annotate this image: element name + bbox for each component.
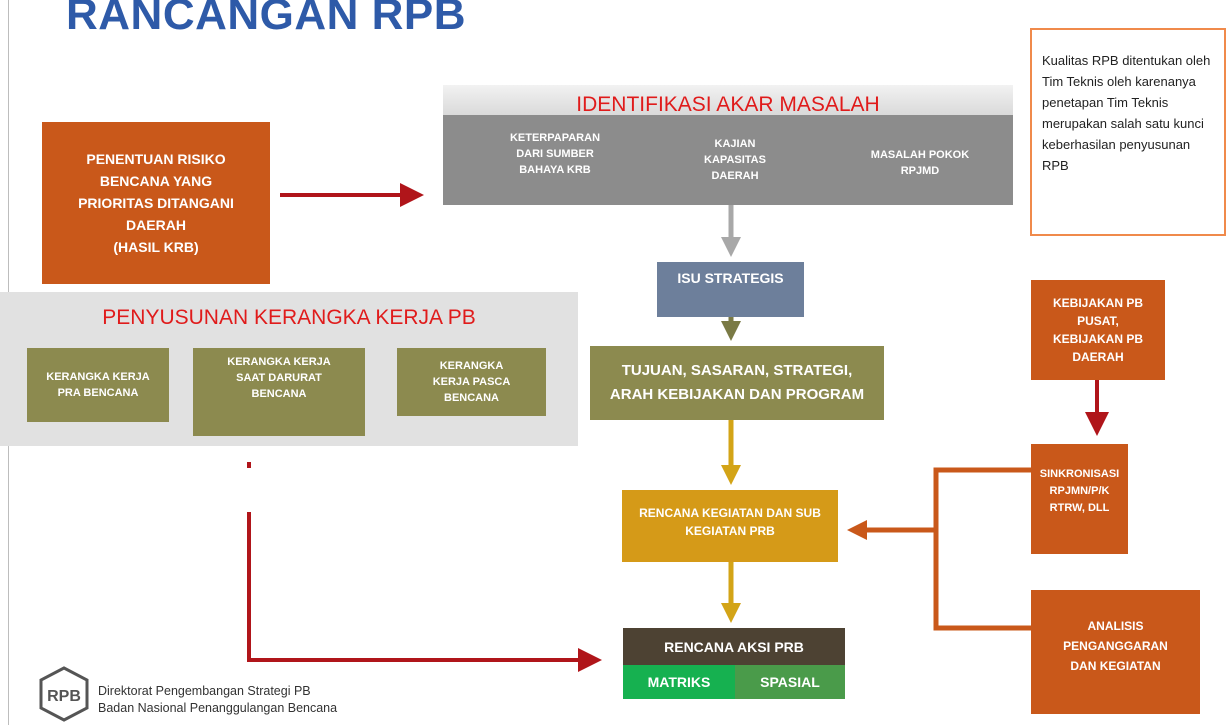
root-cause-header-bar (443, 85, 1013, 117)
note-box: Kualitas RPB ditentukan oleh Tim Teknis … (1030, 28, 1226, 236)
root-cause-panel (443, 115, 1013, 205)
analysis-line: DAN KEGIATAN (1070, 659, 1161, 673)
activity-plan-line-1: RENCANA KEGIATAN DAN SUB (639, 506, 821, 520)
framework-title: PENYUSUNAN KERANGKA KERJA PB (102, 306, 476, 329)
organization-caption: Direktorat Pengembangan Strategi PB Bada… (98, 683, 337, 717)
goals-line-1: TUJUAN, SASARAN, STRATEGI, (621, 362, 853, 379)
sync-line: SINKRONISASI (1039, 468, 1120, 480)
page-title: RANCANGAN RPB (66, 0, 467, 39)
strategic-issue-box: ISU STRATEGIS (657, 262, 804, 317)
analysis-line: PENGANGGARAN (1063, 639, 1168, 653)
framework-item-line: SAAT DARURAT (236, 372, 322, 384)
policy-line: KEBIJAKAN PB (1052, 296, 1143, 310)
sync-line: RPJMN/P/K (1049, 485, 1110, 497)
sync-box: SINKRONISASI RPJMN/P/K RTRW, DLL (1031, 444, 1128, 554)
logo-mark-text: RPB (47, 688, 81, 705)
root-cause-item-line: BAHAYA KRB (519, 164, 591, 176)
policy-line: DAERAH (1072, 350, 1124, 364)
policy-box: KEBIJAKAN PB PUSAT, KEBIJAKAN PB DAERAH (1031, 280, 1165, 380)
policy-line: KEBIJAKAN PB (1052, 332, 1143, 346)
strategic-issue-label: ISU STRATEGIS (677, 270, 784, 286)
framework-item-line: BENCANA (251, 388, 307, 400)
root-cause-item-main-problem: MASALAH POKOK RPJMD (850, 147, 990, 179)
risk-line-4: DAERAH (126, 217, 186, 233)
rpb-logo-icon: RPB (39, 666, 89, 722)
risk-line-1: PENENTUAN RISIKO (86, 151, 226, 167)
framework-post-disaster: KERANGKA KERJA PASCA BENCANA (397, 348, 546, 416)
org-line-2: Badan Nasional Penanggulangan Bencana (98, 701, 338, 715)
action-plan-header: RENCANA AKSI PRB (623, 628, 845, 665)
framework-item-line: KERANGKA KERJA (227, 356, 331, 368)
spatial-box: SPASIAL (735, 665, 845, 699)
root-cause-item-exposure: KETERPAPARAN DARI SUMBER BAHAYA KRB (480, 130, 630, 178)
root-cause-item-line: DAERAH (711, 170, 759, 182)
root-cause-item-line: KAPASITAS (704, 154, 766, 166)
risk-line-2: BENCANA YANG (99, 173, 213, 189)
goals-strategy-box: TUJUAN, SASARAN, STRATEGI, ARAH KEBIJAKA… (590, 346, 884, 420)
goals-line-2: ARAH KEBIJAKAN DAN PROGRAM (609, 386, 865, 403)
root-cause-item-line: MASALAH POKOK (870, 149, 970, 161)
root-cause-item-line: RPJMD (900, 165, 940, 177)
root-cause-title: IDENTIFIKASI AKAR MASALAH (576, 93, 880, 116)
root-cause-item-line: DARI SUMBER (516, 148, 594, 160)
sync-line: RTRW, DLL (1049, 502, 1110, 514)
framework-pre-disaster: KERANGKA KERJA PRA BENCANA (27, 348, 169, 422)
root-cause-item-line: KAJIAN (714, 138, 756, 150)
framework-item-line: KERJA PASCA (432, 376, 511, 388)
arrow-framework-to-action (247, 512, 602, 672)
activity-plan-box: RENCANA KEGIATAN DAN SUB KEGIATAN PRB (622, 490, 838, 562)
framework-item-line: BENCANA (444, 392, 499, 404)
analysis-line: ANALISIS (1087, 619, 1144, 633)
framework-item-line: PRA BENCANA (57, 387, 139, 399)
framework-item-line: KERANGKA (439, 360, 504, 372)
risk-line-5: (HASIL KRB) (113, 239, 199, 255)
root-cause-item-line: KETERPAPARAN (509, 132, 601, 144)
risk-priority-box: PENENTUAN RISIKO BENCANA YANG PRIORITAS … (42, 122, 270, 284)
policy-line: PUSAT, (1077, 314, 1119, 328)
matrix-box: MATRIKS (623, 665, 735, 699)
budget-analysis-box: ANALISIS PENGANGGARAN DAN KEGIATAN (1031, 590, 1200, 714)
risk-line-3: PRIORITAS DITANGANI (78, 195, 234, 211)
org-line-1: Direktorat Pengembangan Strategi PB (98, 684, 311, 698)
framework-emergency: KERANGKA KERJA SAAT DARURAT BENCANA (193, 348, 365, 436)
activity-plan-line-2: KEGIATAN PRB (685, 524, 775, 538)
root-cause-item-capacity: KAJIAN KAPASITAS DAERAH (670, 136, 800, 184)
framework-item-line: KERANGKA KERJA (46, 371, 150, 383)
connector-sync-analysis (933, 467, 1031, 631)
